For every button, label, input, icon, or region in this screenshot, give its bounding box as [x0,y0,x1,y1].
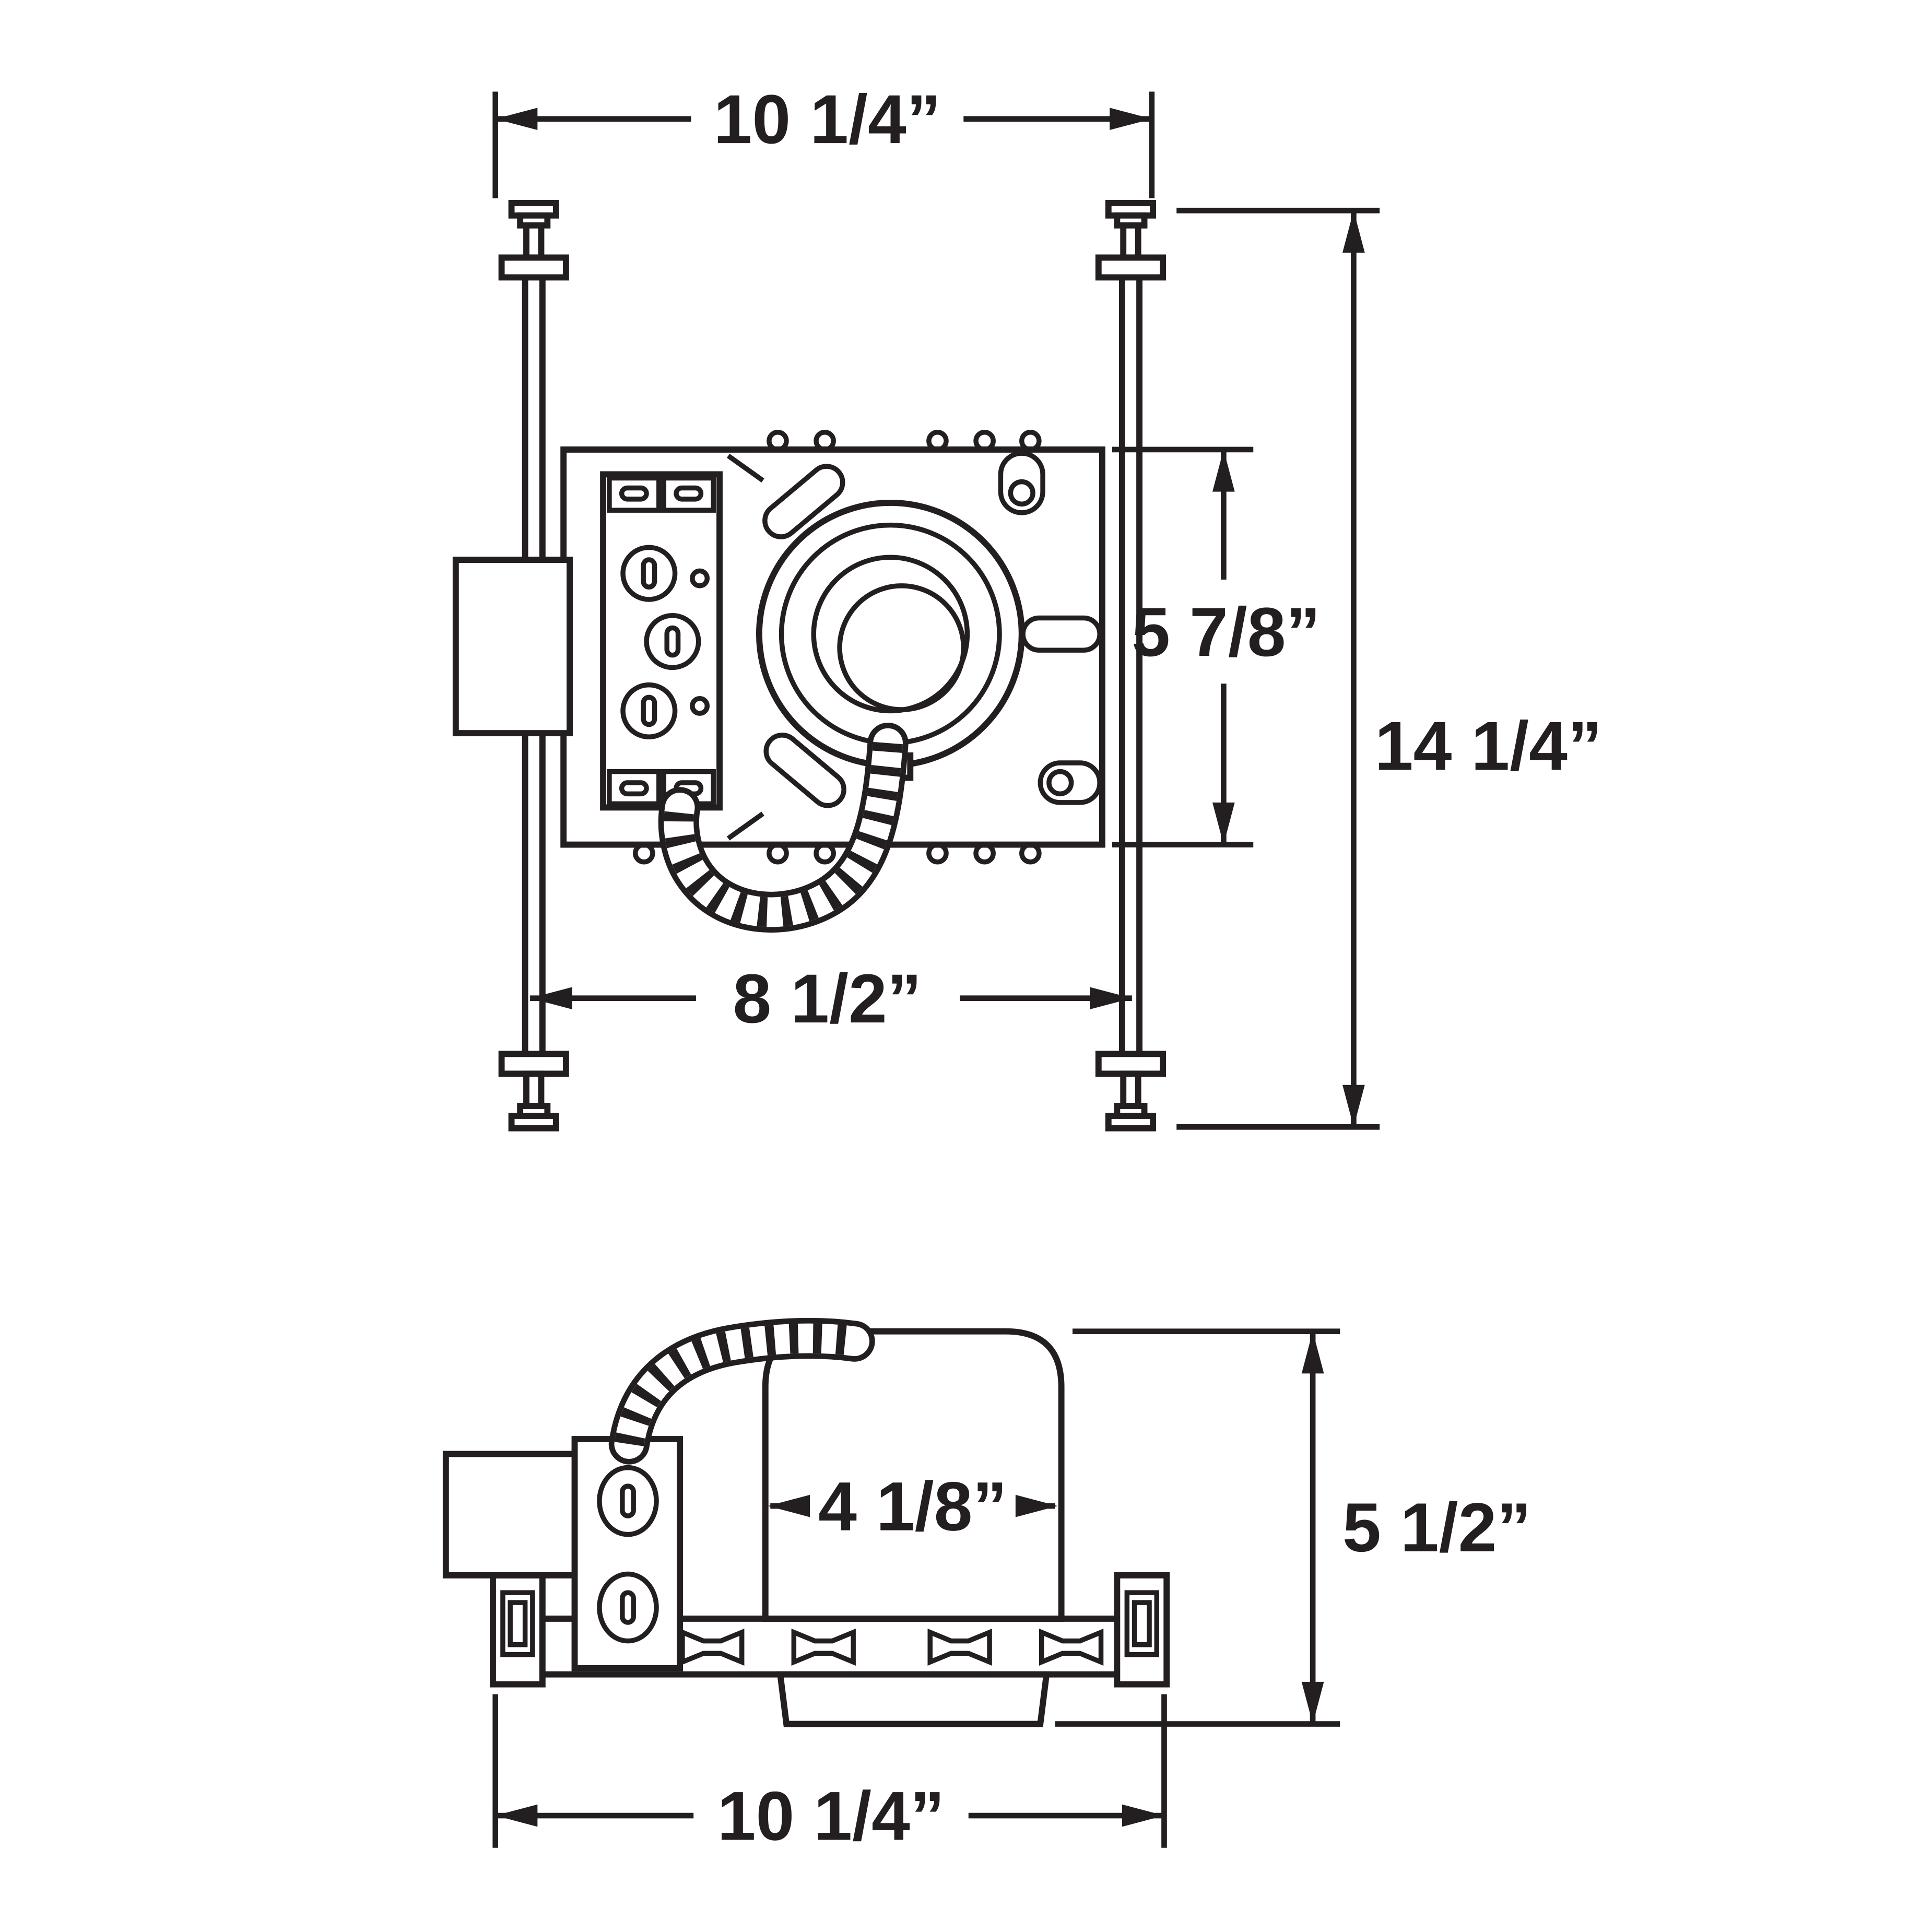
dim-label-frame-width: 8 1/2” [733,960,922,1038]
dim-label-top-overall-width: 10 1/4” [714,81,941,158]
flex-conduit-side [608,1317,875,1465]
dim-overall-length: 14 1/4” [1176,207,1603,1130]
junction-box-cover-top [452,557,573,737]
end-plate-right [1114,1572,1170,1688]
hanger-bar-right [1099,203,1163,1128]
dim-label-side-height: 5 1/2” [1342,1489,1532,1566]
keyhole-slot-top [998,451,1045,515]
trim-ring [776,1671,1050,1727]
adjustment-slot-lower [763,733,846,808]
mounting-foot-top-right [1099,203,1163,277]
dim-can-width: 4 1/8” [768,1468,1058,1546]
dim-top-overall-width: 10 1/4” [492,81,1155,198]
mounting-foot-bottom-right [1099,1054,1163,1128]
adjustment-slot-upper [762,464,845,539]
dim-label-overall-length: 14 1/4” [1375,708,1603,785]
dim-label-housing-depth: 5 7/8” [1132,594,1321,671]
junction-box-top [600,471,723,811]
dim-label-can-width: 4 1/8” [818,1468,1007,1546]
end-plate-left [490,1572,546,1688]
mounting-foot-top-left [502,203,566,277]
dim-side-height: 5 1/2” [1055,1328,1532,1727]
mounting-foot-bottom-left [502,1054,566,1128]
dim-housing-depth: 5 7/8” [1112,446,1321,847]
junction-box-side [571,1436,684,1671]
dim-side-overall-width: 10 1/4” [492,1694,1167,1855]
keyhole-slot-bottom [1038,760,1102,805]
side-view: 4 1/8” 5 1/2” 10 1/4” [442,1317,1532,1855]
flex-conduit-top [658,722,909,933]
dim-frame-width: 8 1/2” [530,960,1132,1038]
junction-box-cover-side [442,1451,578,1578]
top-view: 10 1/4” 5 7/8” 14 1/4” 8 1/2” [452,81,1603,1130]
dim-label-side-overall-width: 10 1/4” [717,1778,945,1855]
